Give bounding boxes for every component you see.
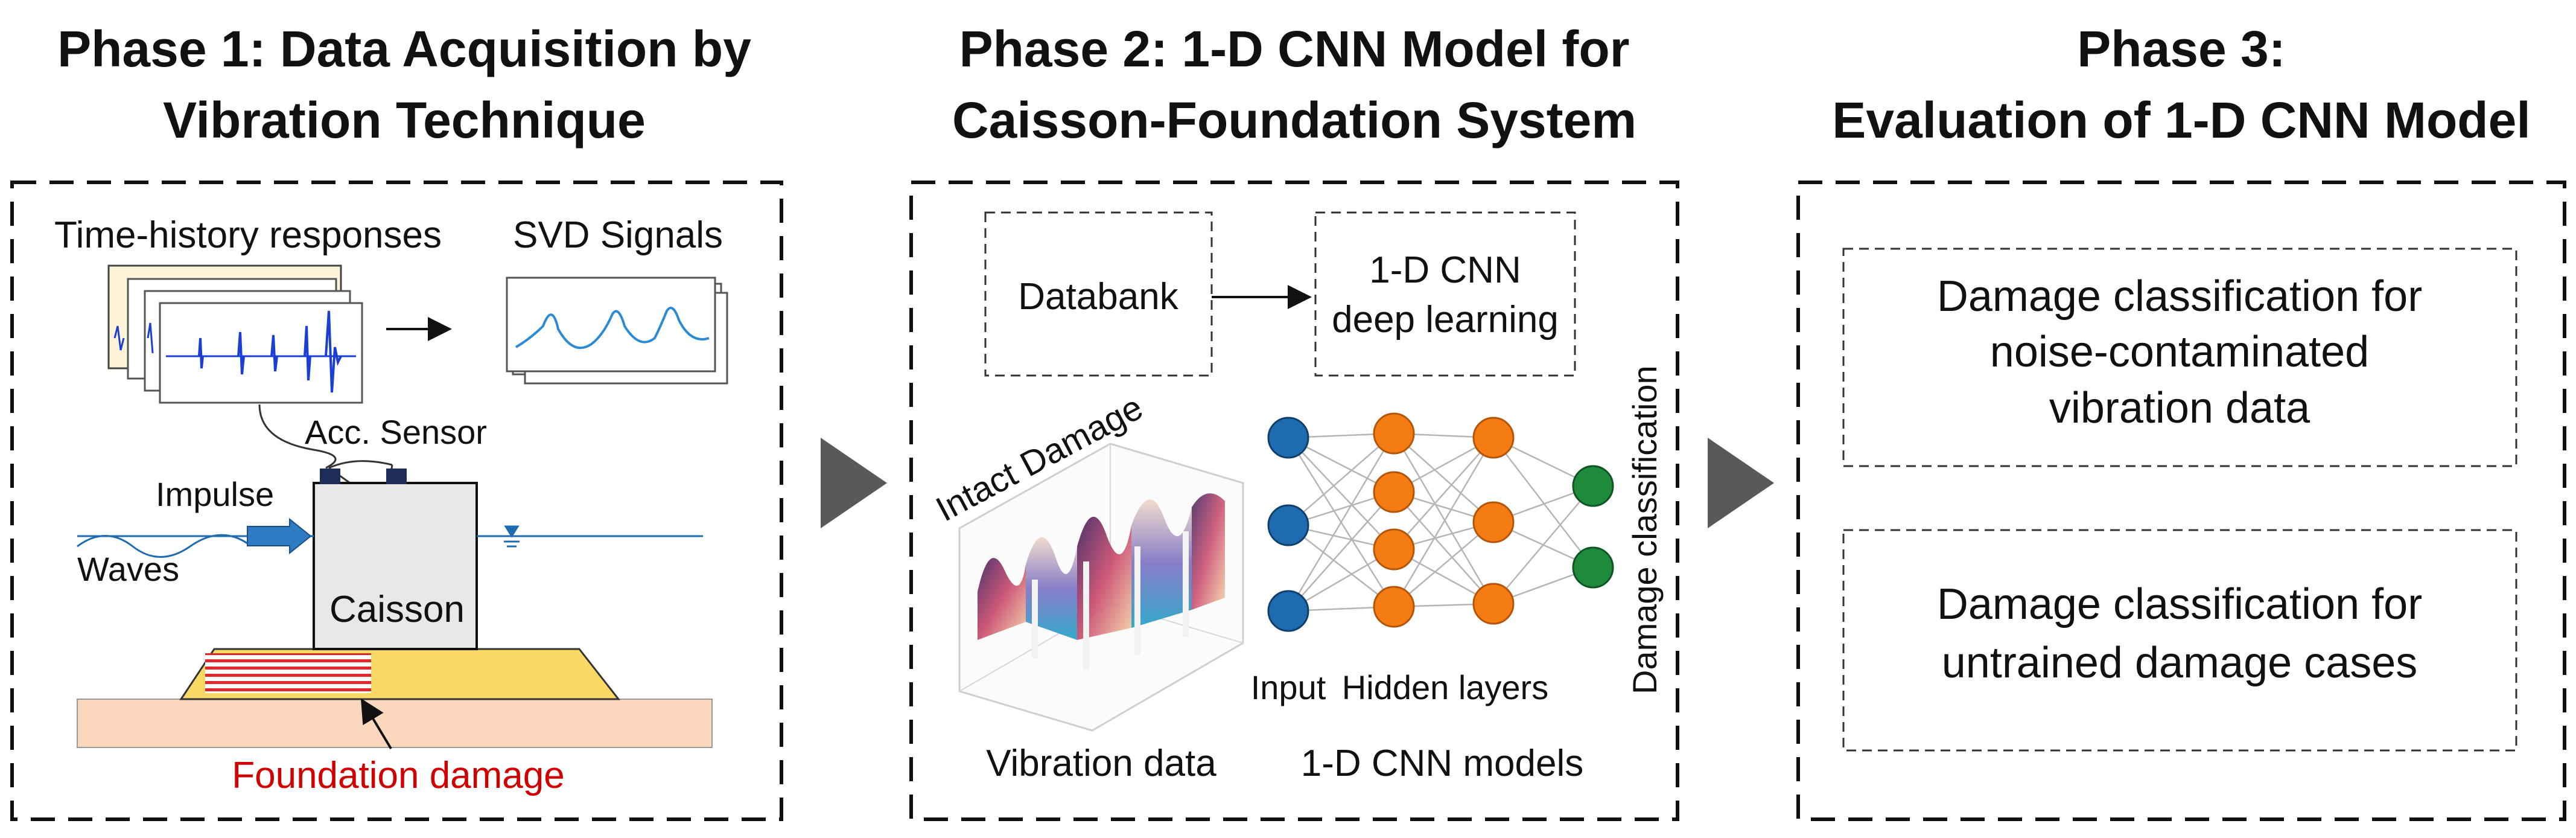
foundation-damage-label: Foundation damage xyxy=(232,755,565,796)
hidden-node xyxy=(1373,471,1415,513)
hidden-node xyxy=(1373,412,1415,455)
eval-box-noise-line3: vibration data xyxy=(2049,384,2310,432)
phase3-title-line2: Evaluation of 1-D CNN Model xyxy=(1832,92,2530,149)
acc-sensor-label: Acc. Sensor xyxy=(305,413,487,451)
eval-box-noise xyxy=(1842,248,2517,467)
cnn-label-line1: 1-D CNN xyxy=(1369,249,1521,291)
phase1-panel xyxy=(10,181,783,821)
acc-sensor-left xyxy=(320,469,340,484)
hidden-node xyxy=(1472,583,1515,625)
phase2-title-line2: Caisson-Foundation System xyxy=(952,92,1636,149)
phase1-title-line2: Vibration Technique xyxy=(163,92,646,149)
databank-label: Databank xyxy=(1018,276,1178,318)
phase3-panel xyxy=(1796,181,2566,821)
hidden-node xyxy=(1472,417,1515,459)
seabed-soil xyxy=(77,699,713,748)
caisson-block xyxy=(313,482,478,650)
acc-sensor-right xyxy=(386,469,407,484)
svd-signals-label: SVD Signals xyxy=(513,214,723,256)
eval-box-untrained-line1: Damage classification for xyxy=(1937,580,2422,628)
phase-arrow-icon xyxy=(1708,438,1774,528)
hidden-node xyxy=(1373,528,1415,571)
waves-label: Waves xyxy=(77,550,179,588)
input-node xyxy=(1267,417,1309,459)
wave-curve xyxy=(77,534,248,558)
impulse-label: Impulse xyxy=(156,475,274,513)
output-node xyxy=(1572,546,1614,589)
phase2-title-line1: Phase 2: 1-D CNN Model for xyxy=(959,21,1630,77)
cnn-box xyxy=(1314,211,1576,377)
phase1-title-line1: Phase 1: Data Acquisition by xyxy=(57,21,751,77)
svd-signal-plot xyxy=(506,277,728,385)
cnn-label-line2: deep learning xyxy=(1332,299,1559,341)
caisson-label: Caisson xyxy=(329,589,465,630)
eval-box-noise-line1: Damage classification for xyxy=(1937,272,2422,321)
databank-box xyxy=(984,211,1213,377)
phase2-panel xyxy=(909,181,1679,821)
eval-box-untrained xyxy=(1842,529,2517,752)
time-history-label: Time-history responses xyxy=(54,214,442,256)
damage-classification-label: Damage classification xyxy=(1626,365,1664,694)
phase-arrow-icon xyxy=(821,438,887,528)
eval-box-untrained-line2: untrained damage cases xyxy=(1942,639,2418,687)
vibration-data-plot xyxy=(958,443,1244,732)
cnn-models-label: 1-D CNN models xyxy=(1301,743,1584,784)
output-node xyxy=(1572,465,1614,507)
hidden-layers-label: Hidden layers xyxy=(1342,668,1548,706)
water-level-icon xyxy=(504,525,520,548)
damage-pointer xyxy=(360,698,392,750)
vibration-data-label: Vibration data xyxy=(986,743,1216,784)
hidden-node xyxy=(1373,586,1415,628)
foundation-damage-zone xyxy=(205,653,371,693)
time-history-plot xyxy=(107,264,363,404)
hidden-node xyxy=(1472,501,1515,543)
input-node xyxy=(1267,590,1309,632)
cnn-network xyxy=(1287,432,1594,612)
phase3-title-line1: Phase 3: xyxy=(2077,21,2286,77)
eval-box-noise-line2: noise-contaminated xyxy=(1990,328,2369,376)
input-layer-label: Input xyxy=(1251,668,1326,706)
input-node xyxy=(1267,504,1309,546)
impulse-arrow-icon xyxy=(247,517,312,555)
sensor-cable xyxy=(258,404,337,469)
